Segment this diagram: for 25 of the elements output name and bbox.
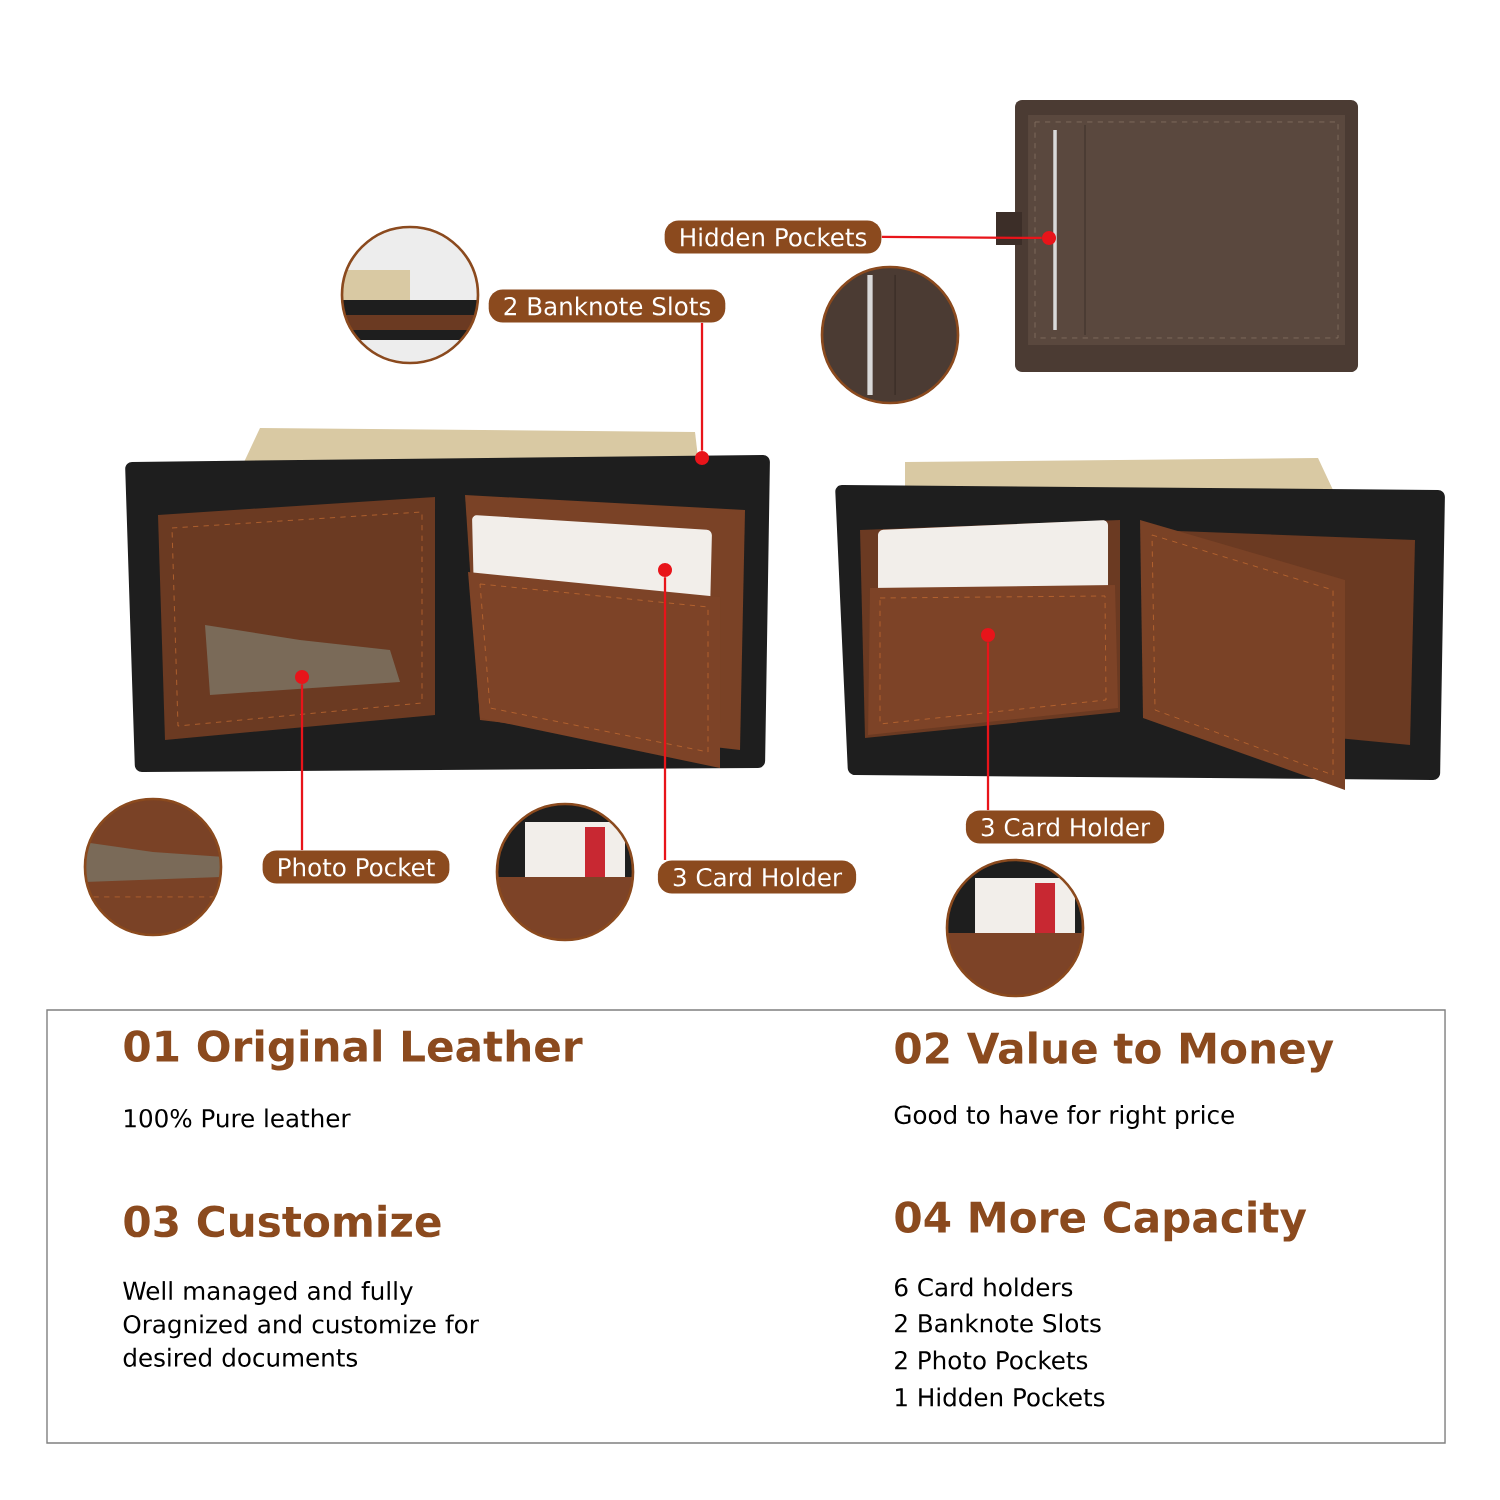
feature-text: 2 Photo Pockets [895,1350,1088,1370]
leader-line [986,642,990,811]
callout-label: 3 Card Holder [657,860,857,894]
feature-text: 6 Card holders [895,1277,1073,1297]
marker-dot [1042,231,1056,245]
feature-text: Good to have for right price [894,1105,1234,1129]
leader-line [881,235,1042,240]
feature-heading: 03 Customize [124,1204,441,1238]
leader-line [663,577,667,861]
callout-label: 2 Banknote Slots [488,289,726,323]
marker-dot [981,628,995,642]
leader-line [300,684,304,851]
feature-text: 100% Pure leather [125,1108,351,1128]
feature-text: Well managed and fully Oragnized and customize for desired documents [123,1281,479,1367]
feature-heading: 04 More Capacity [895,1200,1307,1242]
feature-heading: 01 Original Leather [124,1029,583,1071]
feature-text: 2 Banknote Slots [895,1313,1101,1333]
marker-dot [658,563,672,577]
callout-label: Photo Pocket [262,850,450,884]
feature-heading: 02 Value to Money [895,1031,1334,1073]
callout-label: Hidden Pockets [664,220,882,254]
feature-text: 1 Hidden Pockets [896,1387,1105,1407]
leader-line [700,322,704,451]
callout-label: 3 Card Holder [965,810,1165,844]
marker-dot [695,451,709,465]
